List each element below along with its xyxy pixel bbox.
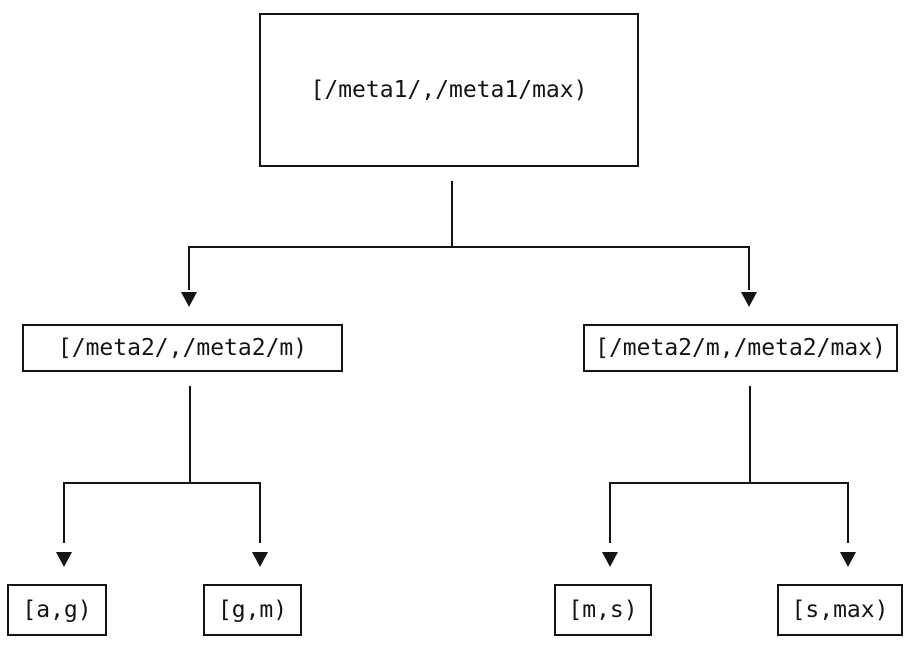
arrow-down-icon bbox=[252, 552, 268, 567]
node-label: [m,s) bbox=[568, 596, 638, 623]
node-root: [/meta1/,/meta1/max) bbox=[259, 13, 639, 167]
node-mid-left: [/meta2/,/meta2/m) bbox=[22, 324, 343, 372]
edge-right-split bbox=[602, 386, 856, 567]
node-label: [s,max) bbox=[791, 596, 889, 623]
arrow-down-icon bbox=[741, 292, 757, 307]
node-label: [a,g) bbox=[22, 596, 92, 623]
edge-left-split bbox=[56, 386, 268, 567]
edge-root-split bbox=[181, 181, 757, 307]
node-leaf-ms: [m,s) bbox=[554, 584, 652, 636]
node-leaf-ag: [a,g) bbox=[7, 584, 107, 636]
arrow-down-icon bbox=[181, 292, 197, 307]
arrow-down-icon bbox=[840, 552, 856, 567]
node-leaf-gm: [g,m) bbox=[203, 584, 302, 636]
node-label: [g,m) bbox=[217, 596, 288, 623]
node-leaf-smax: [s,max) bbox=[777, 584, 903, 636]
arrow-down-icon bbox=[56, 552, 72, 567]
node-mid-right: [/meta2/m,/meta2/max) bbox=[583, 324, 898, 372]
arrow-down-icon bbox=[602, 552, 618, 567]
node-label: [/meta2/m,/meta2/max) bbox=[595, 334, 886, 361]
node-label: [/meta1/,/meta1/max) bbox=[310, 76, 588, 103]
node-label: [/meta2/,/meta2/m) bbox=[57, 334, 308, 361]
